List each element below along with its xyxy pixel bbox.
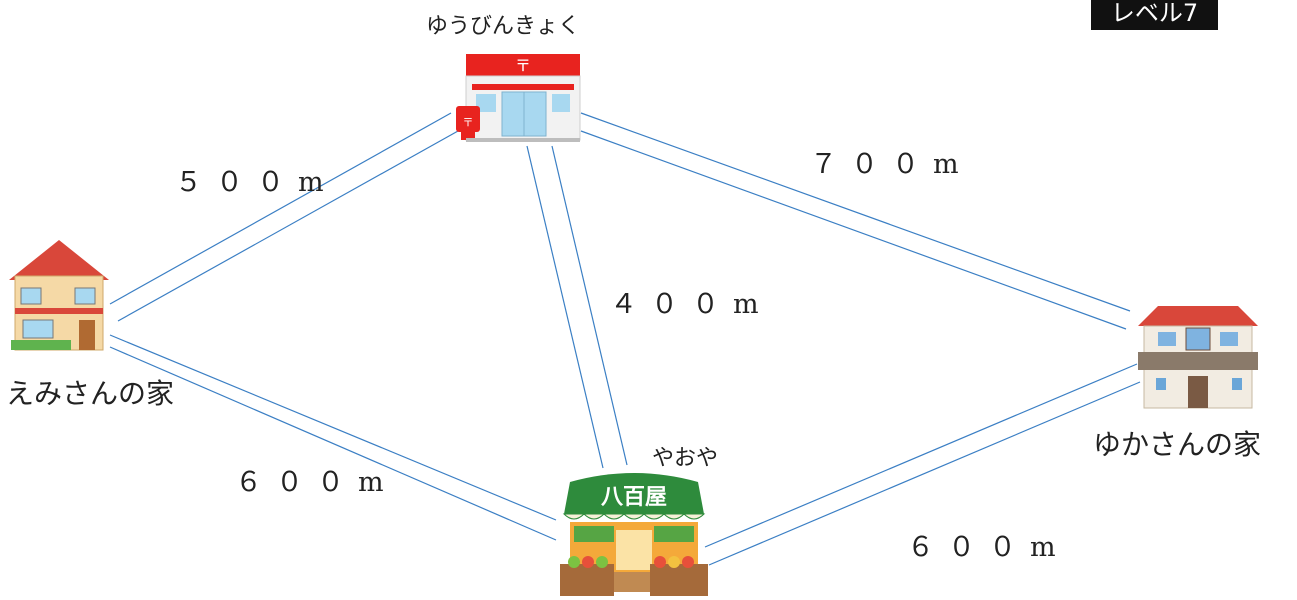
road-emi-post-a xyxy=(109,112,452,305)
road-post-grocer-a xyxy=(526,145,604,469)
road-post-yuka-b xyxy=(580,130,1127,330)
greengrocer-picture: 八百屋 xyxy=(560,473,708,596)
road-yuka-grocer-b xyxy=(708,381,1141,566)
level-badge: レベル7 xyxy=(1091,0,1218,30)
emi-house-picture xyxy=(9,240,109,351)
greengrocer-sign-text: 八百屋 xyxy=(601,485,667,510)
road-emi-post-b xyxy=(117,130,459,322)
greengrocer-label: やおや xyxy=(652,446,719,471)
post-office-label: ゆうびんきょく xyxy=(426,14,581,39)
distance-post-emi: ５００m xyxy=(175,167,338,198)
distance-post-yuka: ７００m xyxy=(810,149,973,180)
road-post-yuka-a xyxy=(580,112,1131,312)
road-emi-grocer-a xyxy=(109,334,557,521)
svg-text:〒: 〒 xyxy=(463,116,474,129)
distance-post-grocer: ４００m xyxy=(610,289,773,320)
yuka-house-label: ゆかさんの家 xyxy=(1093,428,1262,461)
road-post-grocer-b xyxy=(551,145,628,466)
post-office-picture: 〒 〒 xyxy=(456,54,581,142)
yuka-house-picture xyxy=(1138,306,1258,409)
road-yuka-grocer-a xyxy=(704,363,1138,548)
emi-house-label: えみさんの家 xyxy=(6,377,175,410)
distance-emi-grocer: ６００m xyxy=(235,467,398,498)
distance-yuka-grocer: ６００m xyxy=(907,532,1070,563)
post-sign-text: 〒 xyxy=(515,56,531,75)
road-emi-grocer-b xyxy=(109,346,557,541)
